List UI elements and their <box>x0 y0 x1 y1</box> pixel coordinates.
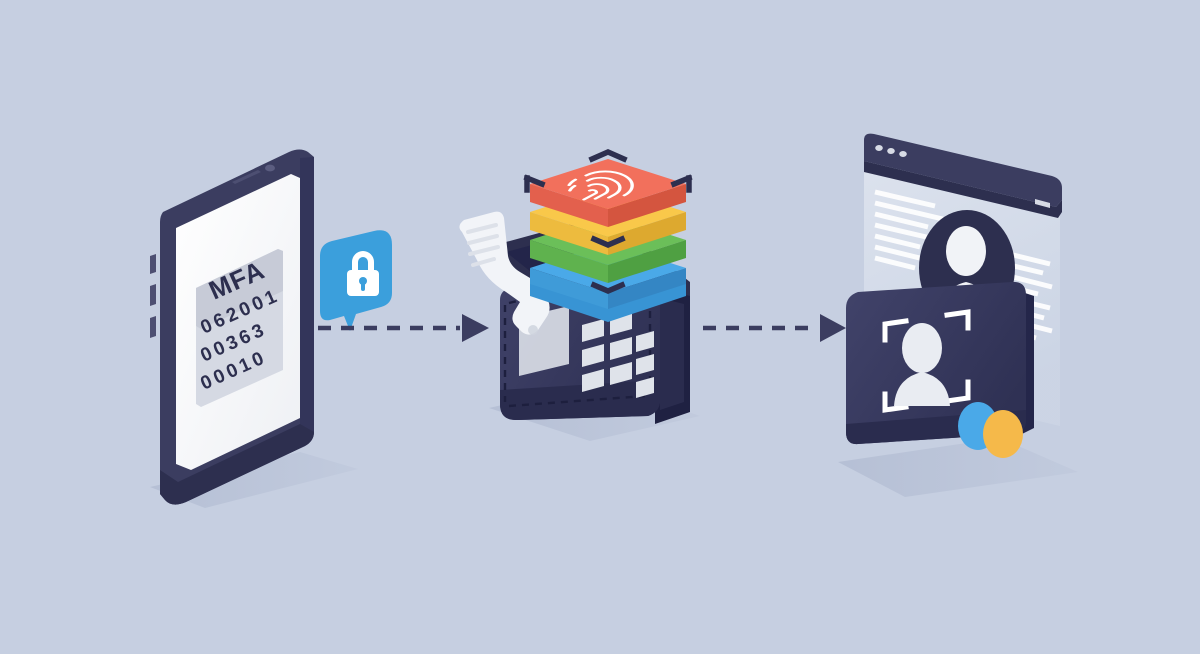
keypad-key[interactable] <box>582 344 604 367</box>
stage-mfa-phone: MFA 062001 00363 00010 <box>150 149 358 508</box>
wallet-right-inner <box>660 298 684 410</box>
scan-corner-tl <box>882 318 909 343</box>
browser-resize-handle[interactable] <box>1035 199 1050 208</box>
browser-titlebar-edge <box>864 161 1062 218</box>
layer-device-right <box>608 240 686 283</box>
keypad-key[interactable] <box>610 337 632 360</box>
browser-text-left <box>874 189 953 271</box>
biometric-layer-stack[interactable] <box>523 148 693 322</box>
face-scan-brackets <box>882 309 971 413</box>
wallet-keypad[interactable] <box>582 312 654 398</box>
bracket-bottom <box>590 281 626 294</box>
keypad-col-1 <box>582 319 604 392</box>
keypad-key[interactable] <box>582 369 604 392</box>
bracket-top <box>588 148 628 163</box>
phone-camera-icon <box>265 164 275 172</box>
receipt-dot <box>528 325 538 335</box>
browser-titlebar <box>864 133 1062 207</box>
arrow-2-head <box>820 314 846 342</box>
bracket-mid <box>590 235 626 248</box>
phone-button-2[interactable] <box>150 284 156 306</box>
scan-corner-bl <box>882 391 909 413</box>
keypad-key[interactable] <box>636 354 654 375</box>
arrow-1-head <box>462 314 489 342</box>
receipt-shape <box>459 211 550 335</box>
keypad-key[interactable] <box>636 377 654 398</box>
phone-button-3[interactable] <box>150 316 156 338</box>
lock-badge <box>320 230 392 331</box>
identity-shadow <box>838 438 1078 497</box>
keypad-col-3 <box>636 331 654 398</box>
phone-button-1[interactable] <box>150 254 156 274</box>
arrow-wallet-to-identity <box>703 314 846 342</box>
window-dot-2[interactable] <box>887 148 895 154</box>
layer-fingerprint-right <box>608 184 686 227</box>
phone-side-buttons[interactable] <box>150 254 156 338</box>
browser-window-controls[interactable] <box>875 145 907 157</box>
stage-identity-verified <box>838 133 1078 497</box>
bracket-left-h <box>523 174 546 188</box>
arrow-phone-to-wallet <box>318 314 489 342</box>
layer-identity-left <box>530 268 608 309</box>
layer-fingerprint-top <box>530 159 686 209</box>
phone-frame-edge <box>160 412 314 505</box>
phone-frame-side <box>300 157 314 432</box>
window-dot-3[interactable] <box>899 151 907 157</box>
receipt-lines <box>466 223 500 267</box>
scan-brackets <box>523 148 693 294</box>
stage-biometric-wallet <box>459 148 700 441</box>
fingerprint-icon <box>567 170 634 201</box>
keypad-key[interactable] <box>636 331 654 352</box>
id-card-avatar-icon <box>894 323 950 406</box>
mfa-panel-header <box>196 249 283 329</box>
keypad-key[interactable] <box>582 319 604 342</box>
layer-device-left <box>530 240 608 283</box>
keypad-col-2 <box>610 312 632 385</box>
lock-icon <box>347 251 379 296</box>
phone-speaker <box>232 170 261 184</box>
scan-corner-tr <box>944 309 971 331</box>
layer-otp-left <box>530 212 608 255</box>
layer-fingerprint-left <box>530 184 608 227</box>
bracket-right-h <box>670 174 693 188</box>
layer-identity-side <box>530 280 686 322</box>
wallet-stitch-bottom <box>508 394 646 408</box>
layer-identity-right <box>608 268 686 309</box>
identity-card[interactable] <box>846 281 1034 458</box>
window-dot-1[interactable] <box>875 145 883 151</box>
scan-corner-br <box>944 379 971 404</box>
layer-otp-right <box>608 212 686 255</box>
wallet-receipt <box>459 211 550 335</box>
circle-orange <box>983 410 1023 458</box>
keypad-key[interactable] <box>610 362 632 385</box>
